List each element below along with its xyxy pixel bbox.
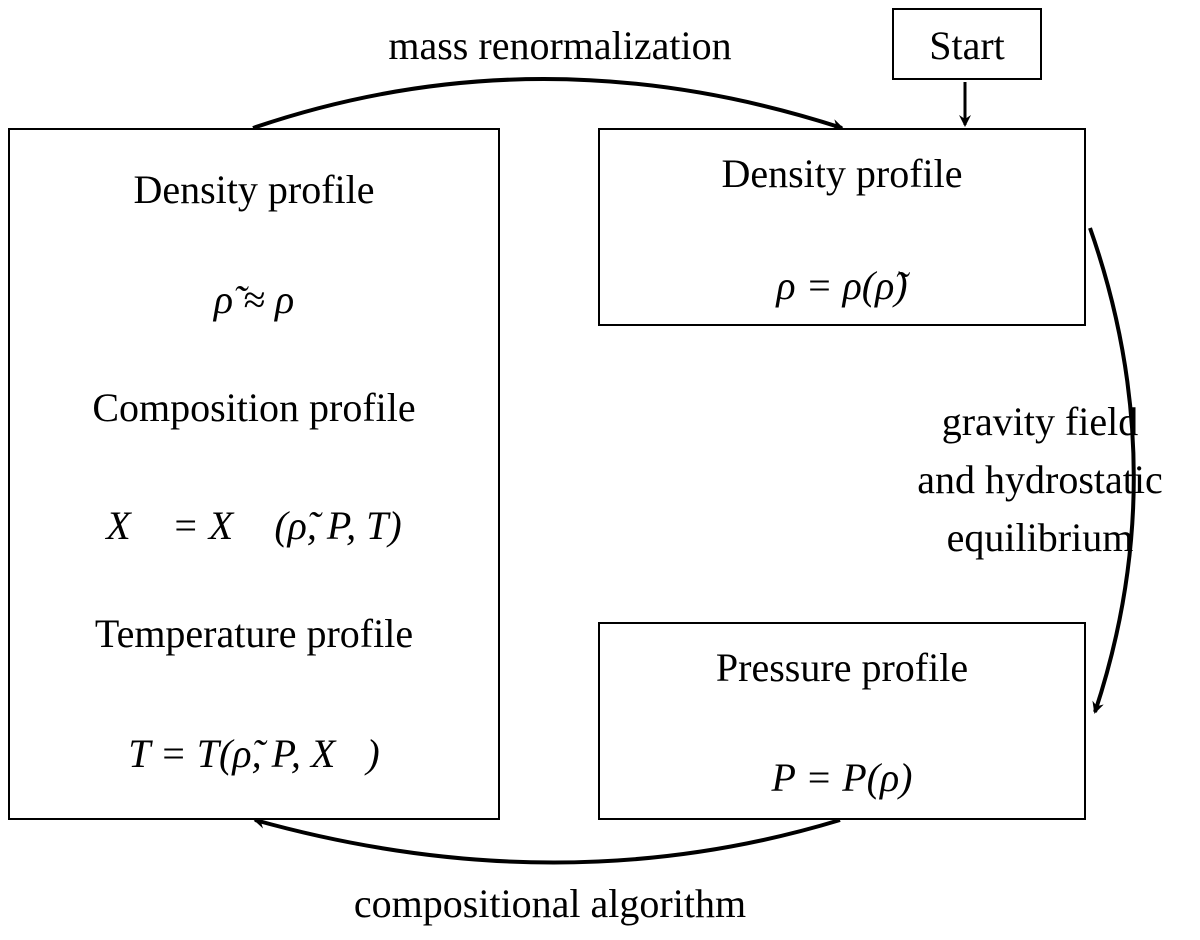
density-profile-box xyxy=(598,128,1086,326)
label-gravity-line3: equilibrium xyxy=(946,515,1134,560)
arrow-compositional-algorithm xyxy=(253,816,841,865)
left-profiles-box xyxy=(8,128,500,820)
composition-title: Composition profile xyxy=(92,385,416,430)
composition-equation: X⃗ = X⃗ (ρ̃, P, T) xyxy=(106,503,402,548)
temperature-equation: T = T(ρ̃, P, X⃗) xyxy=(128,731,380,776)
pressure-profile-box xyxy=(598,622,1086,820)
label-compositional-algorithm: compositional algorithm xyxy=(353,881,747,926)
density-profile-equation: ρ = ρ(ρ̃) xyxy=(776,263,908,308)
left-density-equation: ρ̃ ≈ ρ xyxy=(213,277,295,322)
pressure-profile-title: Pressure profile xyxy=(715,645,969,690)
pressure-profile-equation: P = P(ρ) xyxy=(771,755,913,800)
density-profile-title: Density profile xyxy=(721,151,963,196)
label-gravity-line2: and hydrostatic xyxy=(917,457,1163,502)
start-box xyxy=(892,8,1042,80)
arrow-mass-renormalization xyxy=(252,77,844,131)
temperature-title: Temperature profile xyxy=(94,611,414,656)
label-gravity-line1: gravity field xyxy=(941,399,1139,444)
left-density-title: Density profile xyxy=(133,167,375,212)
arrow-gravity-hydrostatic xyxy=(1088,227,1136,714)
start-label: Start xyxy=(929,23,1005,68)
label-mass-renormalization: mass renormalization xyxy=(388,23,732,68)
